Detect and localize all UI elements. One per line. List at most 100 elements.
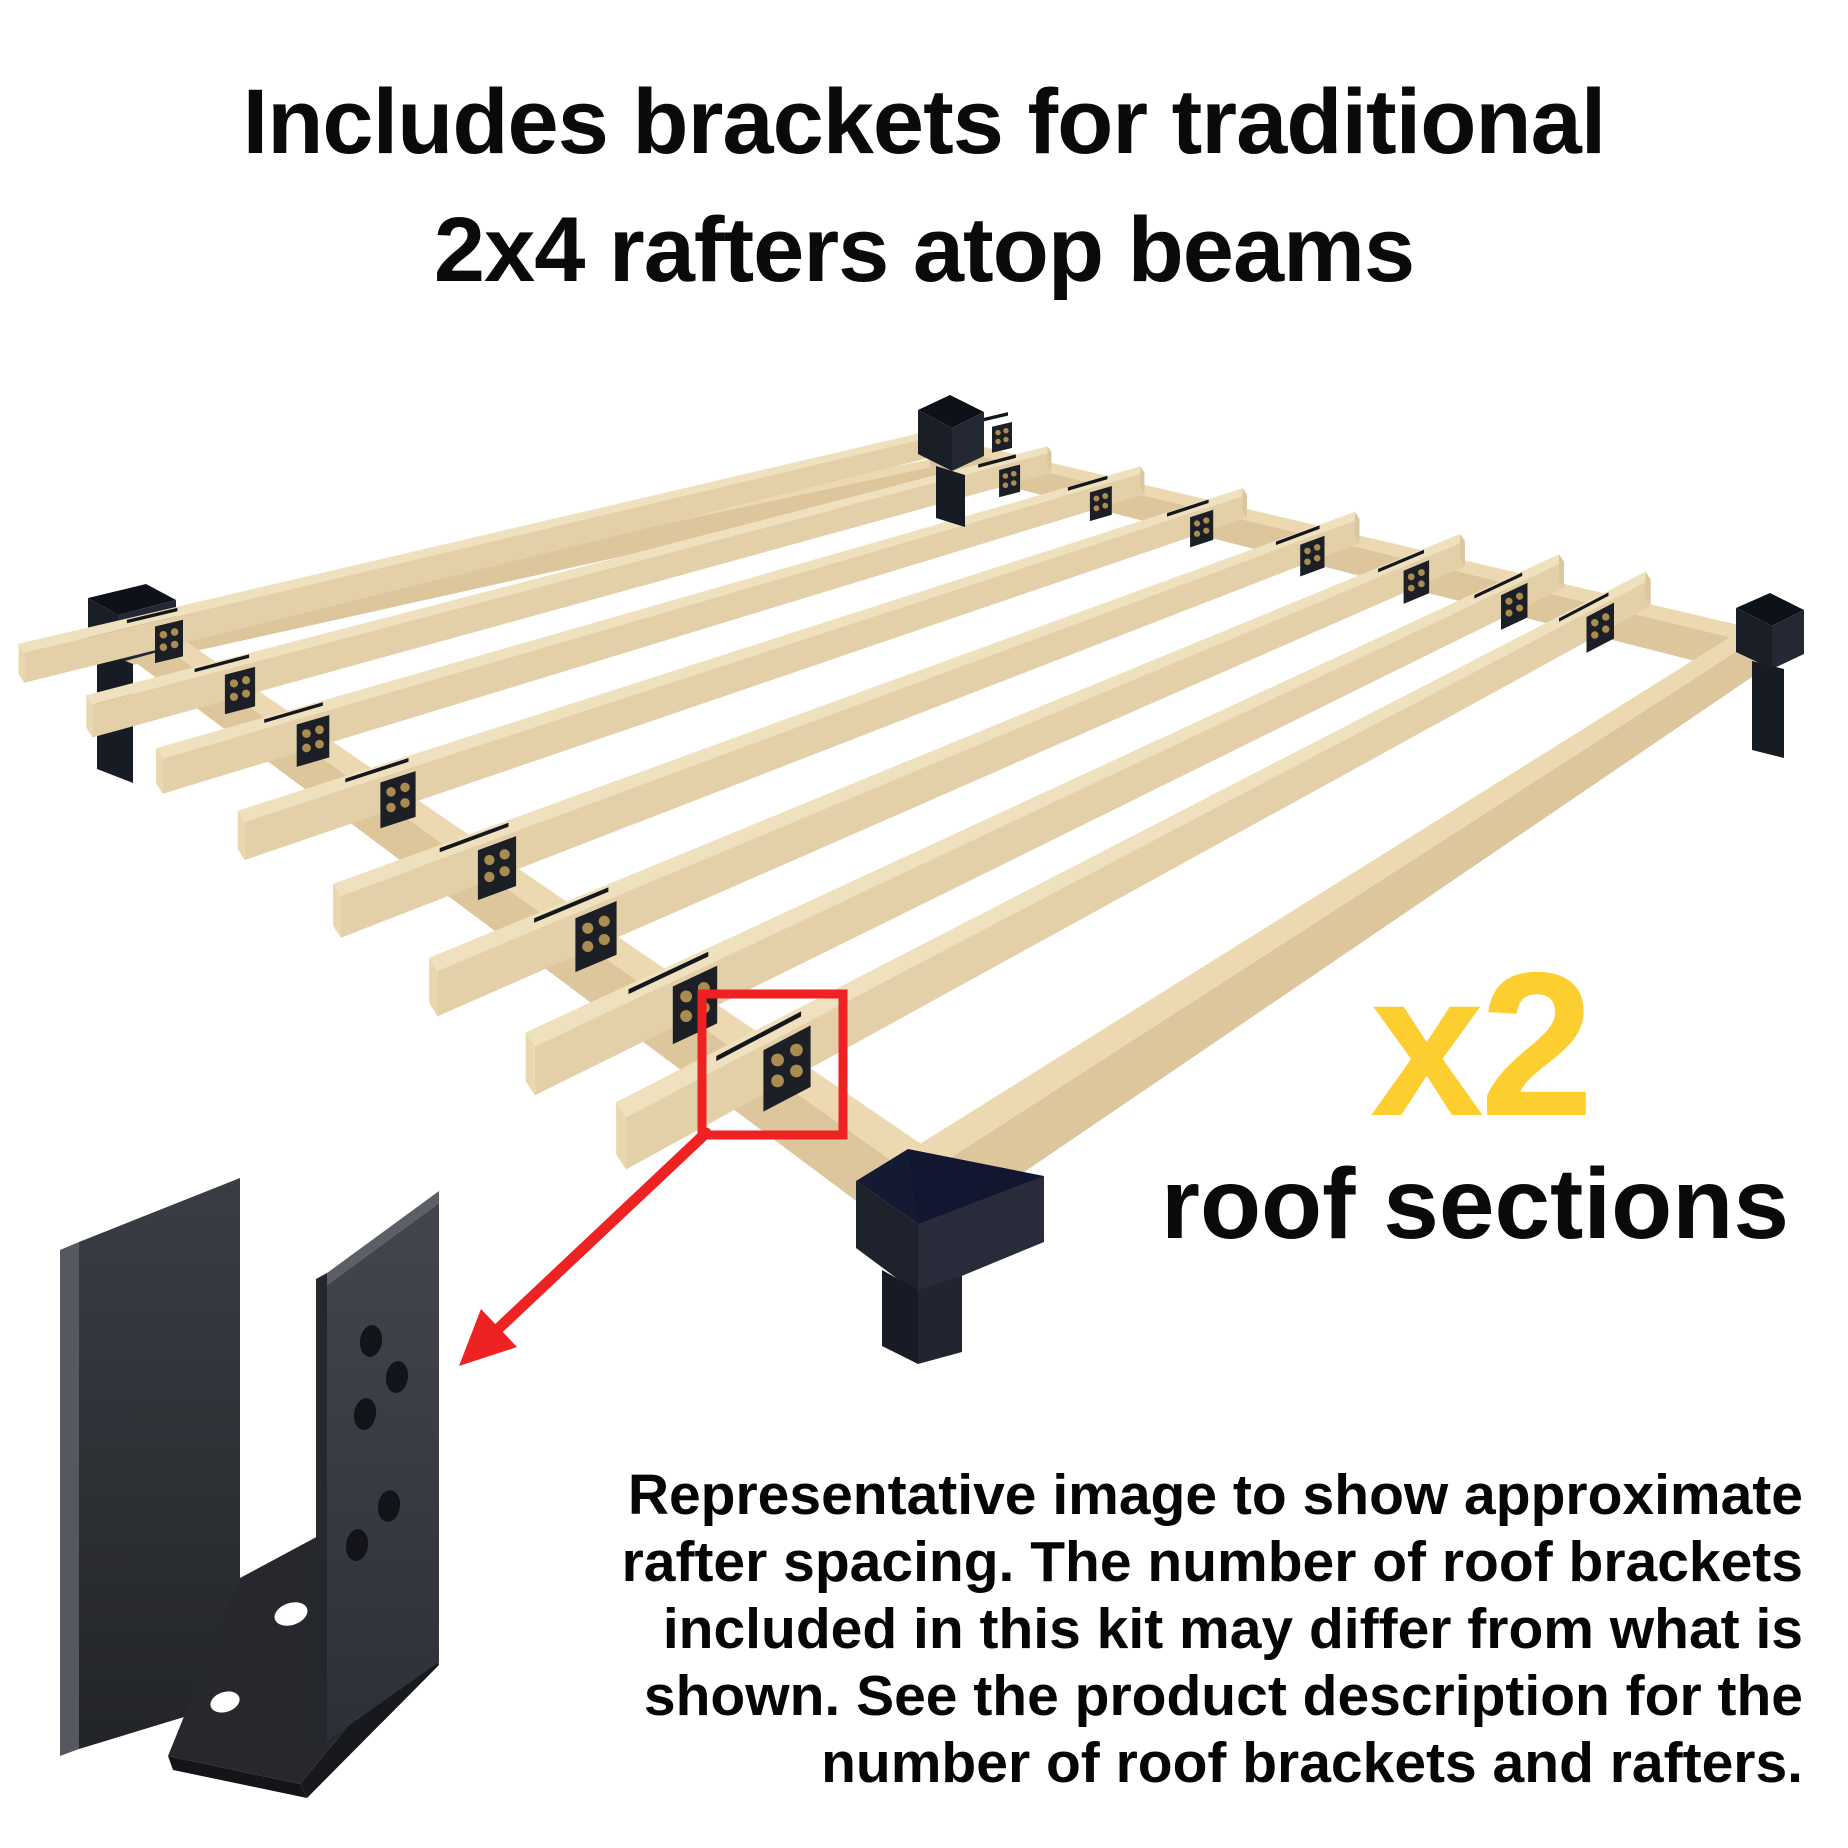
rafter xyxy=(333,511,1360,938)
plate-hole xyxy=(359,1325,383,1357)
quantity-badge-label: roof sections xyxy=(1161,1148,1789,1260)
screw xyxy=(1010,480,1017,486)
board-side xyxy=(625,579,1651,1170)
bracket-flange xyxy=(1167,499,1209,517)
corner-bracket-bottom xyxy=(856,1149,1044,1364)
screw xyxy=(229,679,239,688)
corner-post-stub xyxy=(1752,661,1784,758)
roof-bracket-back xyxy=(1275,525,1325,577)
bracket-flange xyxy=(628,951,709,995)
roof-bracket-back xyxy=(1167,499,1214,548)
board-side xyxy=(24,431,957,683)
board-side xyxy=(916,630,1770,1246)
screw xyxy=(159,643,168,651)
screw xyxy=(771,1074,784,1088)
screw xyxy=(1602,613,1610,621)
board-side xyxy=(437,541,1465,1017)
callout-arrow-head-icon xyxy=(459,1309,517,1366)
screw xyxy=(995,438,1001,445)
corner-face xyxy=(1772,610,1804,669)
corner-face xyxy=(918,1176,1044,1294)
board-end xyxy=(1645,571,1651,607)
board-end xyxy=(1140,466,1145,495)
screw xyxy=(499,849,510,860)
roof-bracket-front xyxy=(439,822,517,901)
rafters xyxy=(18,425,1651,1170)
bracket-right-plate xyxy=(327,1203,439,1741)
screw xyxy=(680,990,693,1003)
board-side xyxy=(244,494,1248,860)
roof-bracket-back xyxy=(1067,475,1112,522)
bracket-flange xyxy=(1378,549,1424,573)
page-title-line-1: Includes brackets for traditional xyxy=(242,71,1607,173)
base-hole xyxy=(274,1602,308,1626)
screw xyxy=(315,739,324,749)
board-side xyxy=(340,518,1360,938)
bracket-left-plate xyxy=(79,1178,240,1749)
bracket-flange xyxy=(194,654,250,673)
roof-bracket-front xyxy=(345,758,416,829)
screw xyxy=(170,628,179,636)
screw xyxy=(790,1064,803,1078)
board-top xyxy=(616,571,1651,1118)
roof-bracket-front xyxy=(716,1011,811,1112)
disclaimer-line: Representative image to show approximate xyxy=(627,1463,1803,1527)
roof-bracket-front xyxy=(194,654,256,715)
screw xyxy=(484,854,495,866)
screw xyxy=(1003,428,1009,434)
bracket-left-edge xyxy=(60,1242,79,1756)
screw xyxy=(1505,609,1513,617)
corner-post-stub xyxy=(882,1270,918,1364)
board-end xyxy=(1242,488,1247,518)
bracket-flange xyxy=(534,887,609,923)
page-title-line-2: 2x4 rafters atop beams xyxy=(433,199,1415,301)
screw xyxy=(1515,592,1524,600)
screw xyxy=(1313,544,1321,551)
screw xyxy=(1093,505,1100,512)
screw xyxy=(1002,482,1009,489)
bracket-flange xyxy=(345,758,409,783)
screw xyxy=(499,866,510,877)
screw xyxy=(302,743,311,753)
base-hole xyxy=(210,1691,240,1713)
board-end xyxy=(18,643,25,683)
bracket-flange xyxy=(1275,525,1320,546)
screw xyxy=(598,915,610,927)
disclaimer-line: shown. See the product description for t… xyxy=(643,1664,1803,1728)
board-top xyxy=(156,466,1145,759)
screw xyxy=(229,692,239,701)
screw xyxy=(241,676,251,685)
bracket-front-edge xyxy=(168,1756,307,1798)
screw xyxy=(790,1043,803,1057)
screw xyxy=(400,782,410,793)
screw xyxy=(1407,584,1415,592)
screw xyxy=(241,689,251,698)
bracket-flange xyxy=(716,1011,802,1062)
screw xyxy=(582,940,594,952)
screw xyxy=(1193,520,1201,527)
bracket-flange xyxy=(264,702,323,723)
screw xyxy=(170,640,179,649)
screw xyxy=(302,729,311,738)
board-end xyxy=(1559,554,1564,588)
screw xyxy=(386,802,396,813)
bracket-flange xyxy=(439,822,509,853)
screw xyxy=(1407,573,1415,581)
roof-bracket-photo xyxy=(60,1178,439,1798)
roof-bracket-front xyxy=(534,887,617,973)
screw xyxy=(1002,473,1009,479)
screw xyxy=(1304,547,1311,555)
rafter xyxy=(86,446,1052,738)
board-top xyxy=(429,533,1465,971)
screw xyxy=(1003,436,1009,443)
callout xyxy=(459,989,848,1366)
corner-post-stub xyxy=(936,466,965,527)
corner-top xyxy=(908,1149,1044,1224)
rafter xyxy=(237,488,1248,860)
bracket-flange xyxy=(1474,572,1523,599)
board-top xyxy=(237,488,1247,822)
roof-bracket-front xyxy=(126,607,183,664)
disclaimer-line: rafter spacing. The number of roof brack… xyxy=(621,1530,1803,1594)
